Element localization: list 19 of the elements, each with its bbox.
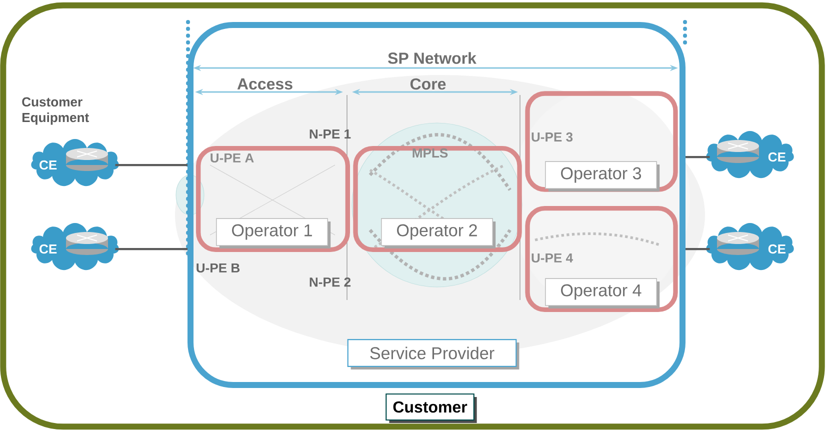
device-label: U-PE 3 xyxy=(532,132,573,142)
text-label: Customer Equipment xyxy=(22,97,89,125)
connection-line xyxy=(115,248,188,250)
section-label: SP Network xyxy=(388,52,476,64)
device-label: U-PE A xyxy=(210,153,254,163)
connection-line xyxy=(115,164,188,166)
ce-router-cloud: CE xyxy=(31,139,119,186)
device-label: MPLS xyxy=(412,148,448,158)
ce-router-cloud: CE xyxy=(31,223,119,270)
device-label: U-PE B xyxy=(196,263,240,273)
section-label: Access xyxy=(237,78,292,90)
ce-router-cloud: CE xyxy=(706,223,794,270)
device-label: N-PE 2 xyxy=(310,277,351,287)
connection-line xyxy=(686,156,710,158)
connection-line xyxy=(686,248,710,250)
ce-router-cloud: CE xyxy=(706,131,794,178)
section-label: Core xyxy=(410,78,446,90)
device-label: N-PE 1 xyxy=(310,130,351,138)
device-label: U-PE 4 xyxy=(532,253,573,263)
